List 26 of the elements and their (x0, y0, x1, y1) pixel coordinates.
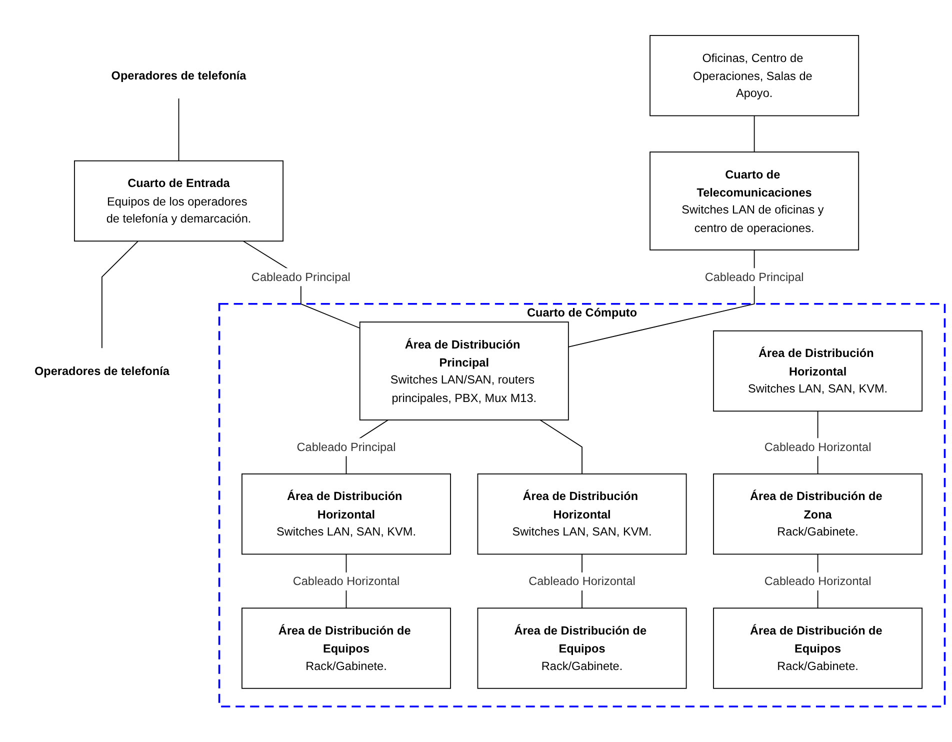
node-box: Área de Distribución Horizontal Switches LAN, SAN, KVM. (477, 473, 687, 555)
node-text: Operadores de telefonía (111, 68, 246, 82)
edge-label: Cableado Horizontal (764, 574, 872, 588)
node-box: Área de Distribución Horizontal Switches LAN, SAN, KVM. (713, 330, 923, 412)
connector (242, 240, 360, 329)
node-box: Área de Distribución Principal Switches LAN/SAN, routers principales, PBX, Mux M13. (359, 322, 569, 420)
node-box: Área de Distribución de Equipos Rack/Gabinete. (713, 608, 923, 689)
node-text: Operadores de telefonía (34, 364, 170, 378)
edge-label: Cableado Horizontal (292, 574, 400, 588)
edge-label: Cableado Principal (296, 440, 396, 454)
node-box: Área de Distribución de Equipos Rack/Gabinete. (477, 608, 687, 689)
node-box: Área de Distribución Horizontal Switches LAN, SAN, KVM. (242, 473, 451, 555)
edge-label: Cableado Horizontal (764, 440, 872, 454)
connector (101, 240, 139, 349)
connector (540, 420, 582, 474)
node-box: Oficinas, Centro de Operaciones, Salas de Apoyo. (650, 35, 860, 116)
node-box: Área de Distribución de Equipos Rack/Gabinete. (242, 608, 451, 689)
node-box: Área de Distribución de Zona Rack/Gabinete. (713, 473, 923, 555)
node-box: Cuarto de Entrada Equipos de los operadores de telefonía y demarcación. (74, 160, 284, 242)
node-box: Cuarto de Telecomunicaciones Switches LAN de oficinas y centro de operaciones. (650, 152, 860, 250)
connector (568, 249, 755, 348)
connector (178, 98, 180, 162)
edge-label: Cableado Principal (704, 270, 804, 284)
connector (754, 115, 755, 152)
edge-label: Cableado Principal (251, 270, 350, 284)
edge-label: Cableado Horizontal (528, 574, 636, 588)
